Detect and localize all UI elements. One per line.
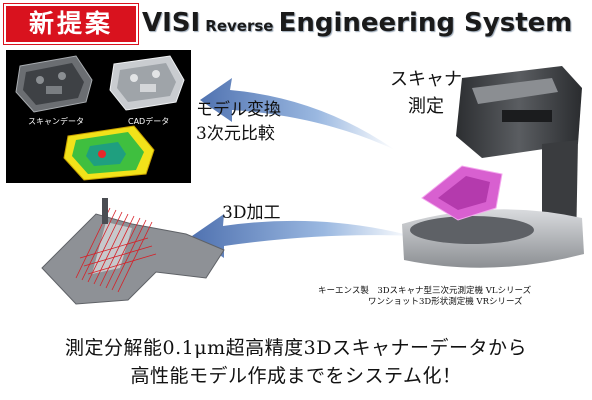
- toolpath-lines: [75, 207, 157, 293]
- cad-data-caption: CADデータ: [128, 117, 170, 126]
- model-conversion-line2: 3次元比較: [196, 124, 275, 144]
- arrow-to-model-conversion: [200, 78, 395, 150]
- scan-cad-comparison-panel: スキャンデータ CADデータ: [6, 50, 191, 183]
- title-visi: VISI: [142, 8, 201, 38]
- scan-data-image: [15, 55, 93, 113]
- model-conversion-line1: モデル変換: [196, 100, 281, 120]
- page-title: VISI Reverse Engineering System: [142, 8, 572, 38]
- bottom-headline-line1: 測定分解能0.1μm超高精度3Dスキャナーデータから: [65, 337, 527, 359]
- 3d-scanner-device-image: [402, 66, 584, 268]
- model-conversion-label: モデル変換 3次元比較: [196, 98, 281, 146]
- machining-label: 3D加工: [222, 203, 281, 223]
- arrow-to-3d-machining: [192, 214, 412, 258]
- header: 新提案 VISI Reverse Engineering System: [0, 0, 592, 48]
- scan-data-caption: スキャンデータ: [28, 117, 84, 126]
- new-proposal-badge: 新提案: [4, 4, 138, 44]
- title-engineering-system: Engineering System: [278, 8, 573, 38]
- bottom-headline-line2: 高性能モデル作成までをシステム化！: [130, 365, 462, 387]
- bottom-headline: 測定分解能0.1μm超高精度3Dスキャナーデータから 高性能モデル作成までをシス…: [0, 334, 592, 390]
- product-caption: キーエンス製 3Dスキャナ型三次元測定機 VLシリーズ ワンショット3D形状測定…: [318, 286, 531, 308]
- scanner-line2: 測定: [408, 96, 444, 117]
- machined-part-image: [41, 198, 225, 305]
- deviation-colormap-image: [63, 125, 155, 181]
- cad-data-image: [109, 55, 185, 111]
- product-caption-line1: キーエンス製 3Dスキャナ型三次元測定機 VLシリーズ: [318, 286, 532, 296]
- scanner-line1: スキャナ: [390, 69, 462, 90]
- product-caption-line2: ワンショット3D形状測定機 VRシリーズ: [368, 297, 523, 307]
- title-reverse: Reverse: [205, 17, 274, 35]
- scanner-measurement-label: スキャナ 測定: [390, 66, 462, 120]
- scan-cad-illustration: [15, 55, 185, 181]
